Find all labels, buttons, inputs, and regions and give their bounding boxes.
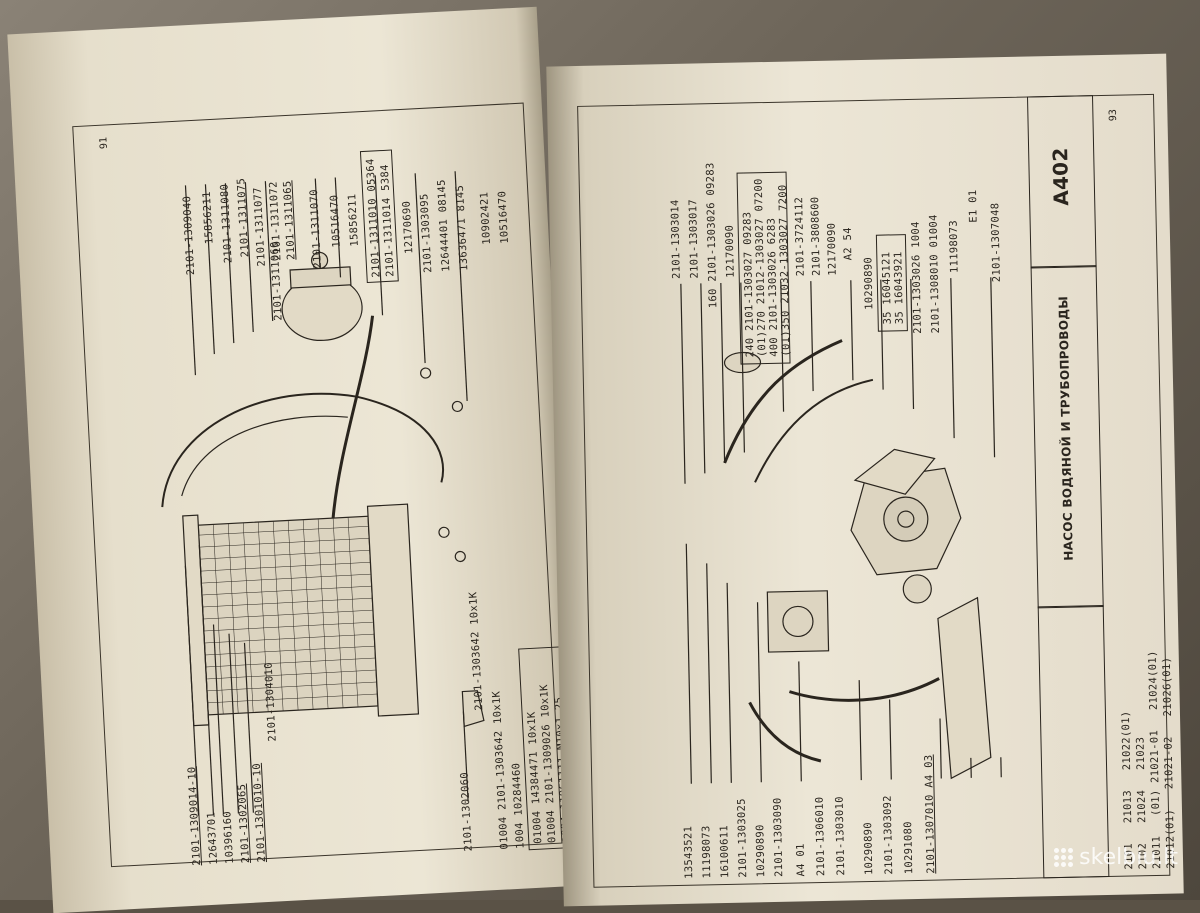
watermark: skelbiu.lt [1054,845,1178,870]
right-page: 93 A402 НАСОС ВОДЯНОЙ И ТРУБОПРОВОДЫ 210… [546,54,1183,907]
part-label: E1 01 [967,189,980,222]
part-label: 2101-1303090 [772,797,786,877]
part-label: 10291080 [902,821,915,874]
part-label: 12170090 [724,225,737,278]
dots-logo-icon [1054,848,1073,867]
part-label: 16100611 [718,825,731,878]
part-label: 2101-1307048 [989,203,1003,283]
part-label: 2101-3724112 [793,197,807,277]
part-label: 2101-1303017 [687,199,701,279]
part-label: 13543521 [682,826,695,879]
part-label: 2101-1303026 1004 [910,221,924,334]
part-label: 2101-1307010 A4 03 [923,754,937,873]
part-label: 10290890 [862,257,875,310]
part-label: 11198073 [700,825,713,878]
part-label: 2101-3808600 [809,196,823,276]
part-label: 2101-1303010 [834,796,848,876]
part-label: A4 01 [795,843,808,876]
part-label: 11198073 [948,220,961,273]
left-page: 91 [7,7,582,913]
part-label: 2101-1306010 [814,796,828,876]
water-pump-diagram [546,54,1183,907]
part-label: 10290890 [862,822,875,875]
part-label: 2101-1303014 [669,199,683,279]
part-label: 12170090 [826,223,839,276]
part-label: 2101-1303092 [882,795,896,875]
part-label: 10290890 [754,824,767,877]
part-label: 35 16043921 [892,251,906,324]
part-label: A2 54 [842,227,855,260]
part-label: 2101-1308010 01004 [927,214,941,333]
part-label: 2101-1303025 [736,798,750,878]
watermark-text: skelbiu.lt [1079,845,1178,870]
